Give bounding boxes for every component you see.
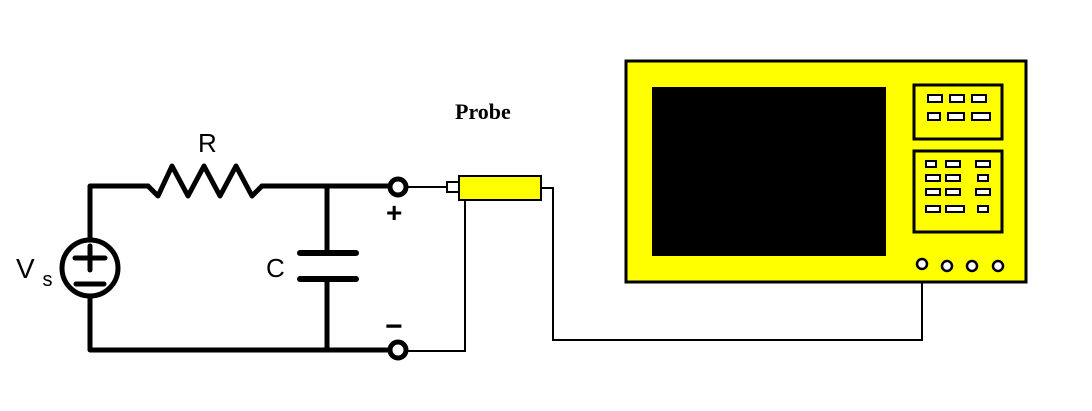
control-panel-lower [912, 149, 1004, 234]
panel-button [945, 205, 965, 213]
resistor-icon [145, 163, 265, 199]
panel-button [925, 160, 937, 168]
probe-icon [406, 175, 923, 352]
panel-button [945, 160, 961, 168]
panel-button [977, 205, 989, 213]
minus-terminal-icon [387, 339, 409, 361]
input-jack [965, 259, 979, 273]
source-label-main: V [16, 253, 35, 284]
panel-button [925, 188, 941, 196]
panel-button [971, 112, 991, 121]
panel-button [975, 160, 991, 168]
panel-button [925, 174, 941, 182]
capacitor-label: C [266, 253, 285, 283]
panel-button [971, 94, 987, 103]
control-panel-upper [912, 83, 1004, 141]
oscilloscope-screen [652, 87, 886, 256]
panel-button [975, 188, 991, 196]
minus-terminal-label: − [385, 310, 403, 343]
plus-terminal-icon [387, 176, 409, 198]
voltage-source-icon [59, 237, 121, 299]
source-label: V s [16, 253, 52, 291]
panel-button [927, 112, 941, 121]
panel-button [947, 112, 965, 121]
oscilloscope-icon [624, 59, 1028, 284]
source-label-sub: s [42, 269, 52, 291]
panel-button [977, 174, 989, 182]
panel-button [925, 205, 941, 213]
input-jack-ch1 [915, 257, 929, 271]
wire-left-top [87, 183, 151, 243]
input-jack [940, 259, 954, 273]
probe-label: Probe [455, 99, 511, 124]
capacitor-icon [297, 250, 359, 282]
circuit-wires [87, 183, 393, 353]
input-jacks [915, 257, 1005, 273]
panel-button [945, 188, 961, 196]
panel-button [927, 94, 943, 103]
resistor-label: R [198, 128, 217, 158]
panel-button [945, 174, 961, 182]
panel-button [949, 94, 965, 103]
wire-left-bottom [87, 293, 393, 353]
input-jack [991, 259, 1005, 273]
plus-terminal-label: + [386, 197, 402, 228]
